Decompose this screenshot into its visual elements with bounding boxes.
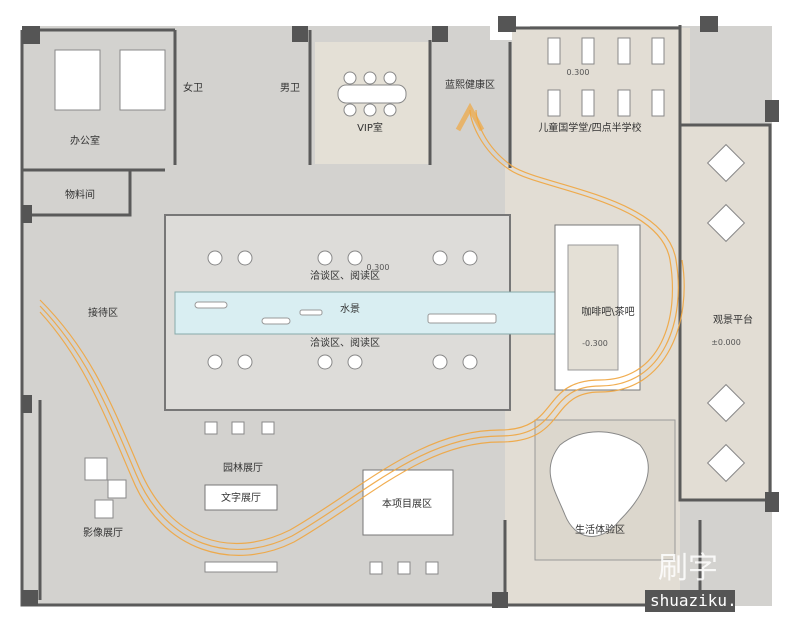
circulation-path [39, 109, 685, 556]
watermark-text: shuaziku. [650, 591, 737, 610]
chair [347, 354, 363, 370]
viewing-platform-tables [706, 143, 746, 483]
vip-chair [343, 103, 357, 117]
chair [462, 354, 478, 370]
label-garden-hall: 园林展厅 [223, 461, 263, 474]
watermark-logo-text: 刷字 [658, 551, 718, 586]
viewing-platform-area [678, 123, 772, 502]
label-mens-restroom: 男卫 [280, 82, 300, 94]
cafe-inner [567, 244, 619, 371]
label-cafe: 咖啡吧\茶吧 [581, 305, 634, 318]
kids-table [581, 89, 595, 117]
vip-chair [383, 103, 397, 117]
label-reception: 接待区 [88, 306, 118, 319]
chair [317, 250, 333, 266]
label-meeting-reading-south: 洽谈区、阅读区 [310, 336, 380, 349]
chair [432, 354, 448, 370]
platform-table [706, 383, 746, 423]
chair [462, 250, 478, 266]
elevation-kids-school: 0.300 [567, 68, 590, 77]
label-water-feature: 水景 [340, 303, 360, 315]
chair [237, 250, 253, 266]
kids-table [581, 37, 595, 65]
label-life-experience: 生活体验区 [575, 523, 625, 536]
lounge-chairs [207, 71, 478, 370]
vip-chair [383, 71, 397, 85]
water-stones [194, 301, 497, 325]
elevation-cafe: -0.300 [582, 339, 608, 348]
display-panels [84, 421, 439, 575]
label-meeting-reading-north: 洽谈区、阅读区 [310, 269, 380, 282]
label-office: 办公室 [70, 134, 100, 147]
label-project-hall: 本项目展区 [382, 497, 432, 510]
vip-chair [363, 103, 377, 117]
office-desks [54, 49, 166, 111]
chair [317, 354, 333, 370]
label-image-hall: 影像展厅 [83, 527, 123, 539]
columns [22, 16, 779, 608]
platform-table [706, 143, 746, 183]
kids-school-tables [547, 37, 665, 117]
chair [207, 354, 223, 370]
chair [347, 250, 363, 266]
chair [207, 250, 223, 266]
kids-table [617, 37, 631, 65]
label-health-zone: 蓝熙健康区 [445, 78, 495, 91]
platform-table [706, 203, 746, 243]
vip-chair [343, 71, 357, 85]
text-hall-box [204, 484, 278, 511]
elevation-platform: ±0.000 [711, 338, 741, 347]
vip-table [337, 84, 407, 104]
kids-table [617, 89, 631, 117]
chair [432, 250, 448, 266]
kids-table [547, 37, 561, 65]
kids-table [547, 89, 561, 117]
water-feature-pool [174, 291, 561, 335]
arrow-icon [455, 102, 485, 132]
label-vip-room: VIP室 [357, 121, 383, 134]
platform-table [706, 443, 746, 483]
label-text-hall: 文字展厅 [221, 491, 261, 504]
kids-table [651, 37, 665, 65]
vip-chair [363, 71, 377, 85]
label-viewing-platform: 观景平台 [713, 313, 753, 326]
elevation-meeting: 0.300 [367, 263, 390, 272]
chair [237, 354, 253, 370]
label-kids-school: 儿童国学堂/四点半学校 [538, 121, 641, 134]
kids-table [651, 89, 665, 117]
label-womens-restroom: 女卫 [183, 81, 203, 94]
label-storage: 物料间 [65, 188, 95, 201]
watermark-logo: 刷字 shuaziku. [645, 551, 737, 612]
life-experience-island [549, 431, 649, 537]
